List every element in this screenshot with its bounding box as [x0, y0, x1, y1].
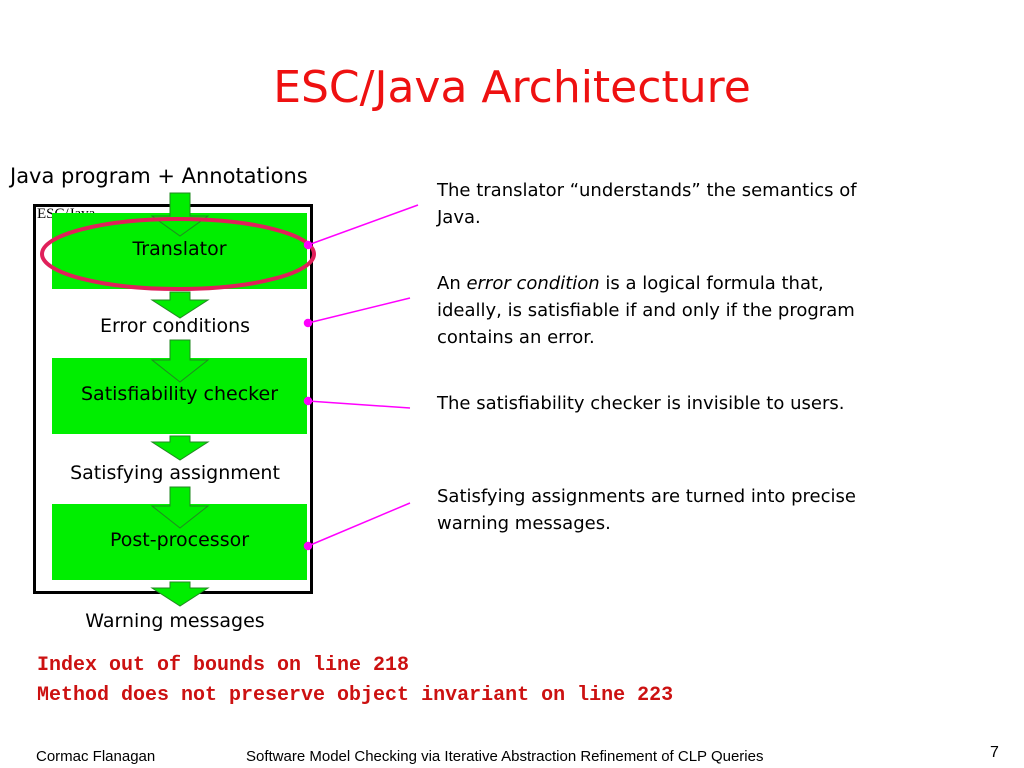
arrow-input-to-translator: [150, 192, 210, 237]
note-error-condition-pre: An: [437, 273, 467, 294]
note-error-condition-term: error condition: [466, 273, 600, 294]
satisfying-assignment-label: Satisfying assignment: [70, 462, 280, 484]
translator-label: Translator: [132, 238, 227, 260]
warning-messages-label: Warning messages: [85, 610, 265, 632]
footer-talk-title: Software Model Checking via Iterative Ab…: [246, 748, 764, 765]
arrow-checker-to-satisfying-assignment: [150, 435, 210, 461]
arrow-satisfying-assignment-to-postprocessor: [150, 486, 210, 529]
callout-line-translator: [307, 204, 419, 246]
post-processor-label: Post-processor: [109, 529, 250, 551]
page-number: 7: [990, 744, 999, 761]
callout-dot-error-conditions: [303, 318, 313, 328]
note-translator: The translator “understands” the semanti…: [437, 180, 857, 228]
arrow-error-conditions-to-checker: [150, 339, 210, 383]
input-label: Java program + Annotations: [10, 164, 308, 188]
arrow-translator-to-error-conditions: [150, 291, 210, 319]
callout-line-postprocessor: [307, 502, 411, 547]
footer-author: Cormac Flanagan: [36, 748, 156, 765]
translator-highlight-ellipse: [40, 217, 316, 291]
satisfiability-checker-label: Satisfiability checker: [80, 383, 279, 405]
callout-dot-postprocessor: [303, 541, 313, 551]
note-satisfiability-checker: The satisfiability checker is invisible …: [437, 393, 845, 414]
callout-dot-translator: [303, 240, 313, 250]
error-conditions-label: Error conditions: [99, 315, 251, 337]
slide-title: ESC/Java Architecture: [273, 62, 751, 113]
note-error-condition-post: is a logical formula that, ideally, is s…: [437, 273, 855, 348]
callout-line-error-conditions: [307, 297, 411, 324]
note-error-condition: An error condition is a logical formula …: [437, 270, 867, 351]
callout-line-checker: [307, 400, 411, 409]
warning-line-2: Method does not preserve object invarian…: [37, 684, 674, 707]
callout-dot-checker: [303, 396, 313, 406]
arrow-postprocessor-to-output: [150, 581, 210, 607]
warning-line-1: Index out of bounds on line 218: [37, 654, 410, 677]
note-satisfying-assignments: Satisfying assignments are turned into p…: [437, 486, 856, 534]
